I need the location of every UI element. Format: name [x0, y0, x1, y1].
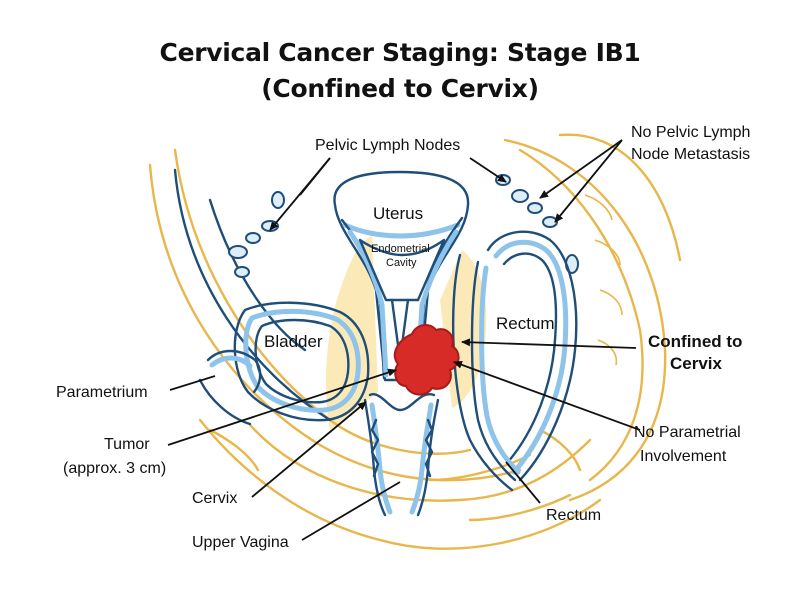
label-tumor-line1: Tumor	[104, 436, 150, 453]
label-no-metastasis-line2: Node Metastasis	[631, 146, 750, 163]
leader-lymph-right	[469, 157, 507, 183]
label-cervix: Cervix	[192, 490, 237, 507]
left-vessel-contour	[173, 168, 332, 422]
label-endometrial-line2: Cavity	[386, 257, 417, 269]
leader-confined	[461, 338, 637, 349]
label-tumor-line2: (approx. 3 cm)	[63, 460, 166, 477]
label-no-parametrial-line1: No Parametrial	[634, 424, 741, 441]
leader-no-metastasis-1	[539, 139, 623, 199]
leader-tumor	[167, 368, 397, 446]
label-confined-line1: Confined to	[648, 332, 742, 351]
bladder	[233, 301, 370, 422]
parametrium	[198, 349, 262, 426]
label-endometrial-line1: Endometrial	[371, 243, 430, 255]
leader-lines	[167, 139, 641, 541]
uterus	[333, 170, 470, 382]
leader-parametrium	[169, 375, 216, 391]
label-rectum-outer: Rectum	[546, 507, 601, 524]
label-bladder: Bladder	[264, 332, 323, 351]
upper-vagina	[363, 393, 440, 517]
leader-cervix	[251, 401, 367, 498]
label-uterus: Uterus	[373, 204, 423, 223]
label-no-metastasis-line1: No Pelvic Lymph	[631, 124, 750, 141]
rectum	[451, 230, 578, 492]
pelvic-contours	[148, 133, 682, 550]
label-parametrium: Parametrium	[56, 384, 148, 401]
label-no-parametrial-line2: Involvement	[640, 448, 727, 465]
leader-no-metastasis-2	[554, 139, 623, 223]
tumor	[393, 324, 460, 396]
title-line-1: Cervical Cancer Staging: Stage IB1	[159, 38, 641, 67]
leader-lymph-left-2	[299, 157, 331, 196]
label-confined-line2: Cervix	[670, 354, 723, 373]
label-upper-vagina: Upper Vagina	[192, 534, 289, 551]
leader-upper-vagina	[301, 481, 401, 541]
leader-rectum	[505, 461, 541, 504]
leader-no-parametrial	[453, 360, 641, 431]
label-rectum-inner: Rectum	[496, 314, 555, 333]
label-pelvic-lymph-nodes: Pelvic Lymph Nodes	[315, 137, 460, 154]
title-line-2: (Confined to Cervix)	[261, 74, 539, 103]
